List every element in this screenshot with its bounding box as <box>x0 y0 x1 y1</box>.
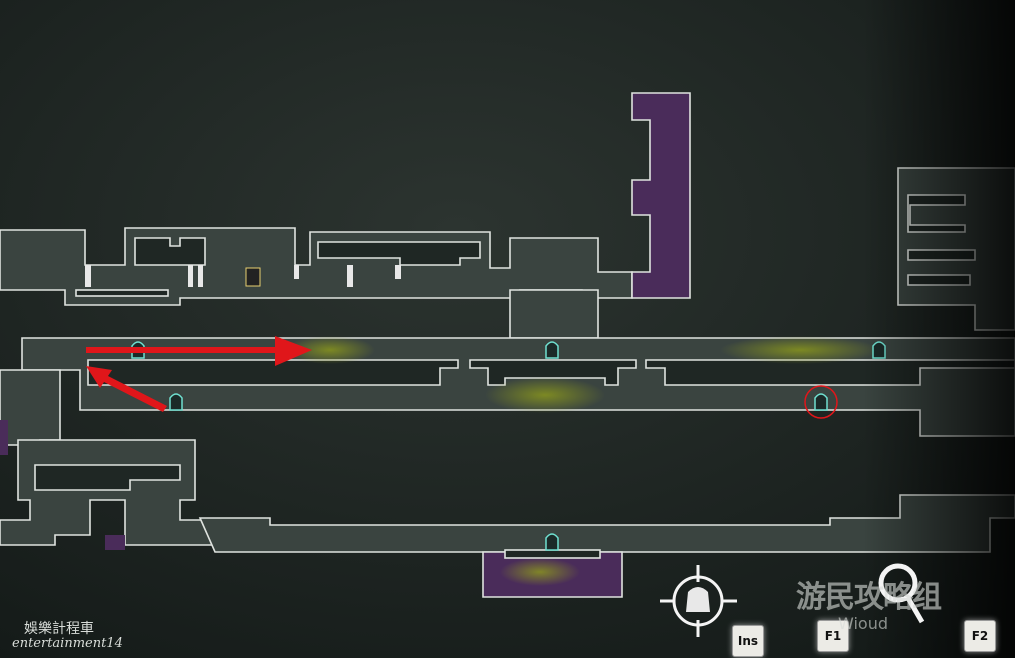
purple-edge <box>105 535 125 550</box>
f2-key-button[interactable]: F2 <box>964 620 996 652</box>
checkpoint-icon[interactable] <box>545 341 559 359</box>
checkpoint-icon[interactable] <box>169 393 183 411</box>
f1-key-button[interactable]: F1 <box>817 620 849 652</box>
inner-wall <box>87 359 459 386</box>
chinese-watermark: 娛樂計程車 <box>24 621 94 637</box>
player-marker-icon <box>245 267 261 287</box>
checkpoint-icon[interactable] <box>872 341 886 359</box>
checkpoint-icon[interactable] <box>545 533 559 551</box>
central-shaft <box>509 289 599 339</box>
ins-key-button[interactable]: Ins <box>732 625 764 657</box>
right-room <box>897 167 1015 331</box>
site-sub-watermark: Wioud <box>838 614 888 633</box>
site-logo-watermark: 游民攻略组 <box>796 580 942 615</box>
magnifier-icon[interactable] <box>878 563 925 624</box>
checkpoint-icon[interactable] <box>814 393 828 411</box>
latin-watermark: entertainment14 <box>12 636 123 651</box>
player-locator-icon[interactable] <box>660 565 737 637</box>
purple-edge <box>0 420 8 455</box>
bottom-ledge <box>504 549 601 559</box>
